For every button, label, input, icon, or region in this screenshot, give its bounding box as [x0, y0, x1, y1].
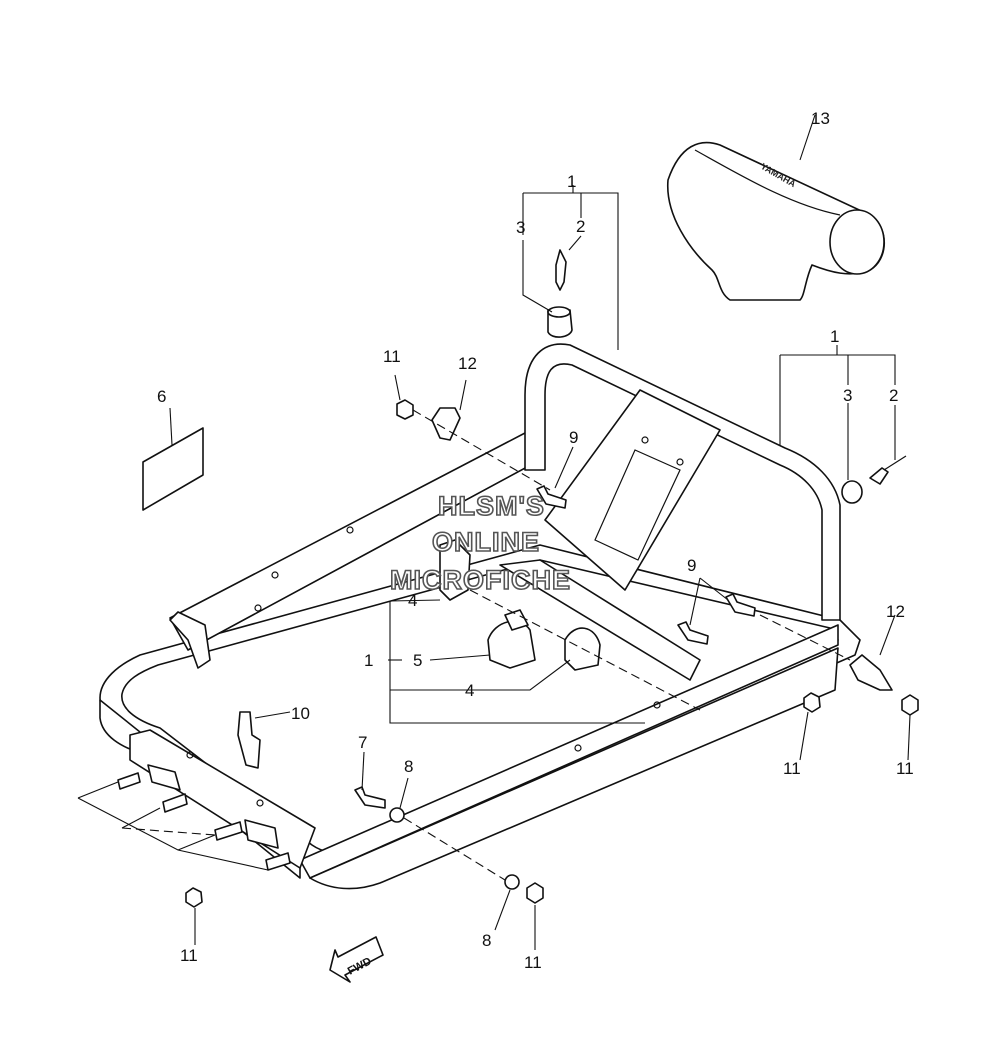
clamp-right	[849, 654, 893, 691]
dashed-guides	[121, 409, 851, 881]
fwd-arrow: FWD	[329, 936, 384, 983]
watermark-line-2: ONLINE	[432, 527, 540, 557]
callout-12-right: 12	[886, 602, 905, 621]
callout-11-e: 11	[524, 953, 542, 972]
callout-9-b: 9	[687, 556, 696, 575]
watermark-line-1: HLSM'S	[438, 491, 545, 521]
callout-1-top: 1	[567, 172, 576, 191]
leader-lines	[77, 114, 911, 950]
callout-1-left: 1	[364, 651, 373, 670]
callout-10: 10	[291, 704, 310, 723]
callout-4-b: 4	[465, 681, 474, 700]
handlebar-frame	[99, 343, 861, 890]
watermark-line-3: MICROFICHE	[390, 565, 571, 595]
callout-13: 13	[811, 109, 830, 128]
pad-part	[142, 427, 204, 511]
callout-11-c: 11	[896, 759, 914, 778]
clamp-left	[431, 407, 461, 441]
callout-8-a: 8	[404, 757, 413, 776]
handle-cover: YAMAHA	[667, 141, 885, 301]
callout-numbers: 1 2 3 13 1 3 2 11 12 6 9 4 1 5 4 9 12 10…	[157, 109, 914, 972]
callout-4-a: 4	[408, 591, 417, 610]
callout-2-right: 2	[889, 386, 898, 405]
callout-3-right: 3	[843, 386, 852, 405]
callout-3-top: 3	[516, 218, 525, 237]
callout-11-d: 11	[180, 946, 198, 965]
callout-9-a: 9	[569, 428, 578, 447]
callout-5: 5	[413, 651, 422, 670]
callout-7: 7	[358, 733, 367, 752]
callout-11-a: 11	[383, 347, 401, 366]
watermark: HLSM'S ONLINE MICROFICHE	[389, 490, 571, 596]
callout-12-left: 12	[458, 354, 477, 373]
fasteners	[117, 249, 919, 908]
callout-8-b: 8	[482, 931, 491, 950]
clip-part	[237, 711, 261, 769]
callout-1-right: 1	[830, 327, 839, 346]
callout-6: 6	[157, 387, 166, 406]
callout-2-top: 2	[576, 217, 585, 236]
callout-11-b: 11	[783, 759, 801, 778]
